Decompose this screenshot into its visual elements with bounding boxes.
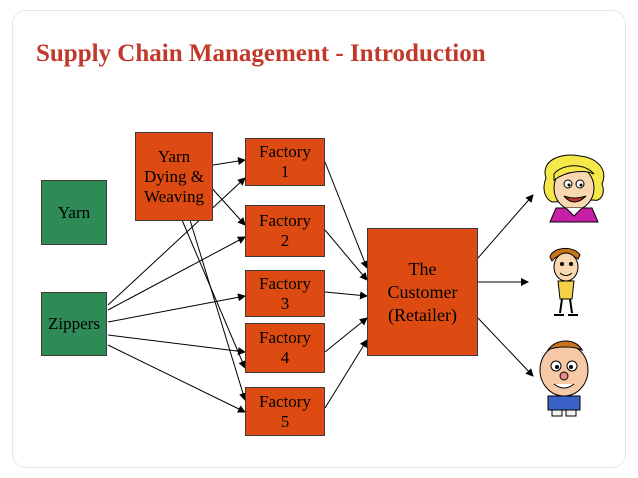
arrow-dying-factory1 [212, 157, 246, 166]
arrow-customer-consumer1 [477, 194, 534, 259]
yarn-dying-label: Yarn Dying & Weaving [144, 146, 204, 206]
yarn-label: Yarn [57, 202, 91, 222]
factory-3-box: Factory 3 [245, 270, 325, 317]
man-cartoon-icon [549, 248, 581, 316]
child-cartoon-icon [539, 340, 589, 417]
factory-1-label: Factory 1 [259, 142, 311, 181]
factory-2-label: Factory 2 [259, 211, 311, 250]
yarn-dying-box: Yarn Dying & Weaving [135, 132, 213, 221]
factory-4-box: Factory 4 [245, 323, 325, 373]
arrow-factory3-customer [324, 291, 368, 300]
woman-cartoon-icon [543, 154, 605, 223]
factory-5-box: Factory 5 [245, 387, 325, 436]
arrow-factory2-customer [324, 229, 368, 281]
arrow-zippers-factory2 [107, 236, 246, 311]
arrow-dying-factory5 [189, 219, 247, 401]
arrow-dying-factory4 [181, 219, 246, 369]
zippers-label: Zippers [48, 314, 100, 333]
arrow-zippers-factory4 [107, 334, 246, 356]
arrow-factory4-customer [324, 317, 368, 353]
yarn-box: Yarn [41, 180, 107, 245]
factory-2-box: Factory 2 [245, 205, 325, 257]
factory-3-label: Factory 3 [259, 273, 311, 313]
factory-5-label: Factory 5 [259, 391, 311, 431]
arrow-zippers-factory3 [107, 293, 246, 323]
arrow-zippers-factory5 [107, 344, 246, 413]
arrow-customer-consumer3 [477, 317, 534, 377]
factory-4-label: Factory 4 [259, 328, 311, 367]
arrow-factory1-customer [324, 161, 369, 269]
slide-title: Supply Chain Management - Introduction [36, 40, 486, 67]
slide-frame [12, 10, 626, 468]
arrow-factory5-customer [324, 339, 368, 409]
factory-1-box: Factory 1 [245, 138, 325, 186]
customer-box: The Customer (Retailer) [367, 228, 478, 356]
zippers-box: Zippers [41, 292, 107, 356]
customer-label: The Customer (Retailer) [387, 258, 458, 325]
